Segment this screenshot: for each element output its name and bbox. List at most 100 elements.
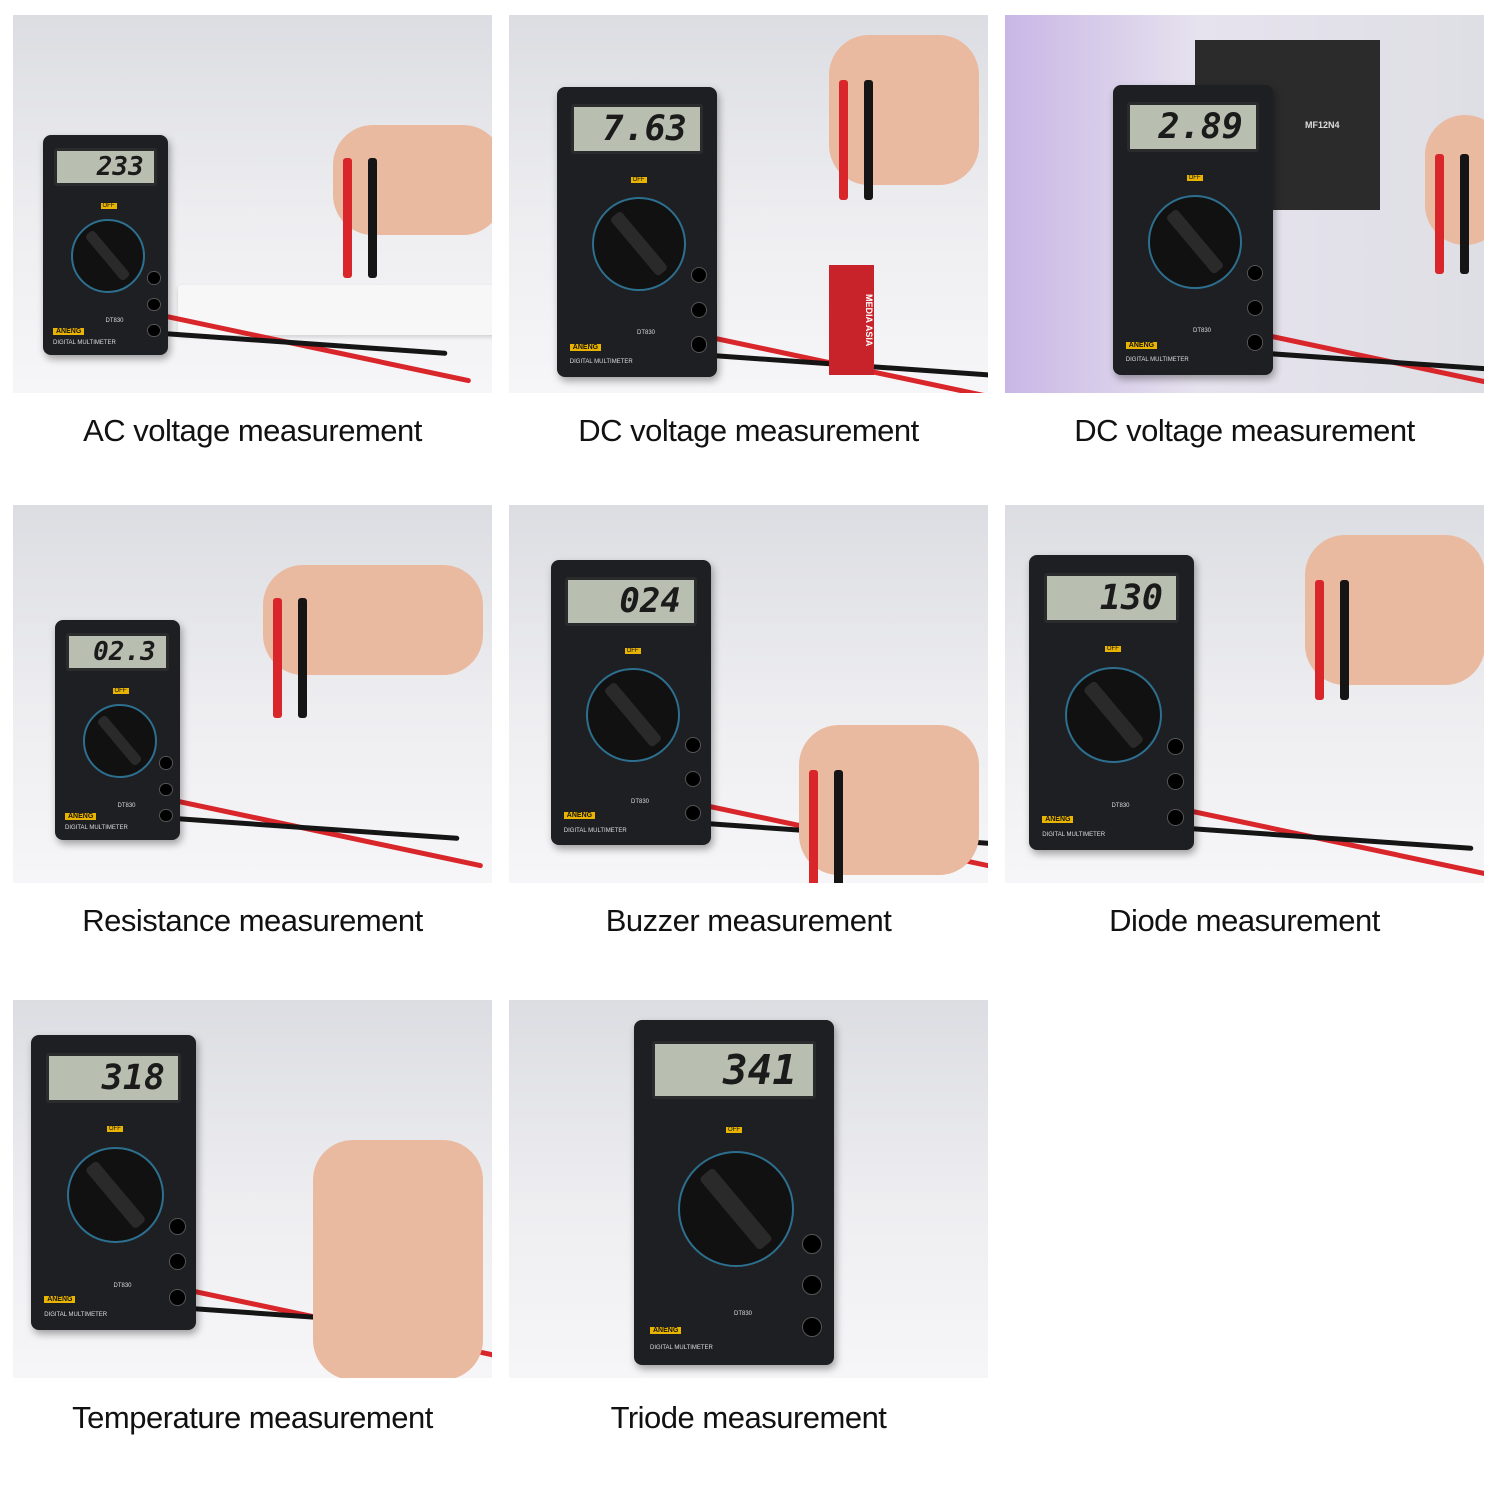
rotary-dial[interactable] [678, 1151, 794, 1268]
rotary-dial[interactable] [586, 668, 680, 762]
caption: DC voltage measurement [1074, 413, 1415, 448]
input-jack[interactable] [1247, 264, 1264, 282]
input-jack[interactable] [159, 756, 173, 770]
hand [799, 725, 979, 875]
input-jack[interactable] [147, 324, 161, 338]
prop-label: MEDIA ASIA [829, 265, 874, 375]
caption: Triode measurement [610, 1400, 887, 1435]
caption: Diode measurement [1109, 903, 1380, 938]
rotary-dial[interactable] [592, 197, 686, 291]
black-test-lead [159, 815, 460, 841]
model-number: DT830 [637, 330, 656, 337]
lcd-display: 02.3 [66, 633, 169, 671]
input-jack[interactable] [802, 1233, 822, 1254]
lcd-display: 233 [54, 148, 157, 186]
lcd-display: 318 [45, 1052, 182, 1103]
off-label: OFF [726, 1126, 742, 1133]
dial-knob[interactable] [603, 681, 663, 749]
red-test-lead [159, 795, 484, 869]
input-jack[interactable] [1247, 334, 1264, 351]
input-jack[interactable] [1167, 808, 1185, 826]
dial-knob[interactable] [698, 1167, 774, 1251]
hand [263, 565, 483, 675]
off-label: OFF [630, 176, 647, 183]
black-probe [1460, 154, 1469, 274]
dial-knob[interactable] [96, 714, 143, 767]
off-label: OFF [106, 1126, 123, 1133]
model-label: DIGITAL MULTIMETER [569, 359, 633, 366]
dial-knob[interactable] [609, 210, 669, 278]
black-test-lead [1173, 825, 1474, 851]
red-probe [809, 770, 818, 883]
input-jack[interactable] [1167, 773, 1185, 791]
hand [1425, 115, 1484, 245]
input-jack[interactable] [691, 301, 708, 318]
black-probe [834, 770, 843, 883]
lcd-reading: 024 [619, 581, 681, 622]
dial-knob[interactable] [1082, 680, 1145, 750]
hand [333, 125, 492, 235]
rotary-dial[interactable] [82, 703, 157, 778]
input-jack[interactable] [1247, 299, 1264, 316]
model-label: DIGITAL MULTIMETER [1042, 832, 1106, 839]
input-jack[interactable] [147, 297, 161, 312]
dial-knob[interactable] [84, 229, 131, 282]
lcd-display: 7.63 [571, 104, 703, 154]
input-jack[interactable] [685, 736, 702, 754]
lcd-reading: 02.3 [93, 636, 156, 667]
brand-logo: ANENG [1042, 816, 1074, 824]
lcd-reading: 233 [96, 151, 144, 182]
hand [313, 1140, 483, 1378]
input-jack[interactable] [802, 1275, 822, 1296]
lcd-reading: 7.63 [602, 109, 687, 150]
brand-logo: ANENG [65, 813, 97, 821]
lcd-display: 024 [565, 577, 697, 626]
off-label: OFF [624, 648, 641, 655]
rotary-dial[interactable] [1065, 667, 1162, 764]
input-jack[interactable] [169, 1288, 187, 1306]
brand-logo: ANENG [569, 343, 602, 351]
model-label: DIGITAL MULTIMETER [650, 1345, 713, 1352]
model-label: DIGITAL MULTIMETER [65, 825, 128, 832]
dial-knob[interactable] [84, 1160, 147, 1230]
input-jack[interactable] [1167, 737, 1185, 755]
input-jack[interactable] [169, 1253, 187, 1271]
rotary-dial[interactable] [67, 1147, 164, 1244]
brand-logo: ANENG [44, 1296, 76, 1304]
off-label: OFF [1104, 646, 1121, 653]
model-number: DT830 [105, 318, 124, 325]
rotary-dial[interactable] [70, 218, 145, 293]
lcd-reading: 341 [722, 1046, 797, 1094]
model-label: DIGITAL MULTIMETER [53, 340, 116, 347]
input-jack[interactable] [159, 809, 173, 823]
input-jack[interactable] [691, 266, 708, 284]
input-jack[interactable] [169, 1217, 187, 1235]
dial-knob[interactable] [1165, 208, 1225, 276]
input-jack[interactable] [159, 782, 173, 797]
brand-logo: ANENG [650, 1326, 682, 1334]
red-probe [343, 158, 352, 278]
caption: AC voltage measurement [83, 413, 422, 448]
off-label: OFF [112, 688, 129, 695]
lcd-reading: 130 [1099, 577, 1163, 618]
input-jack[interactable] [147, 271, 161, 285]
input-jack[interactable] [685, 805, 702, 822]
input-jack[interactable] [802, 1316, 822, 1337]
input-jack[interactable] [691, 336, 708, 353]
red-test-lead [1173, 805, 1484, 879]
rotary-dial[interactable] [1148, 195, 1242, 289]
input-jack[interactable] [685, 770, 702, 788]
lcd-reading: 2.89 [1158, 107, 1243, 148]
